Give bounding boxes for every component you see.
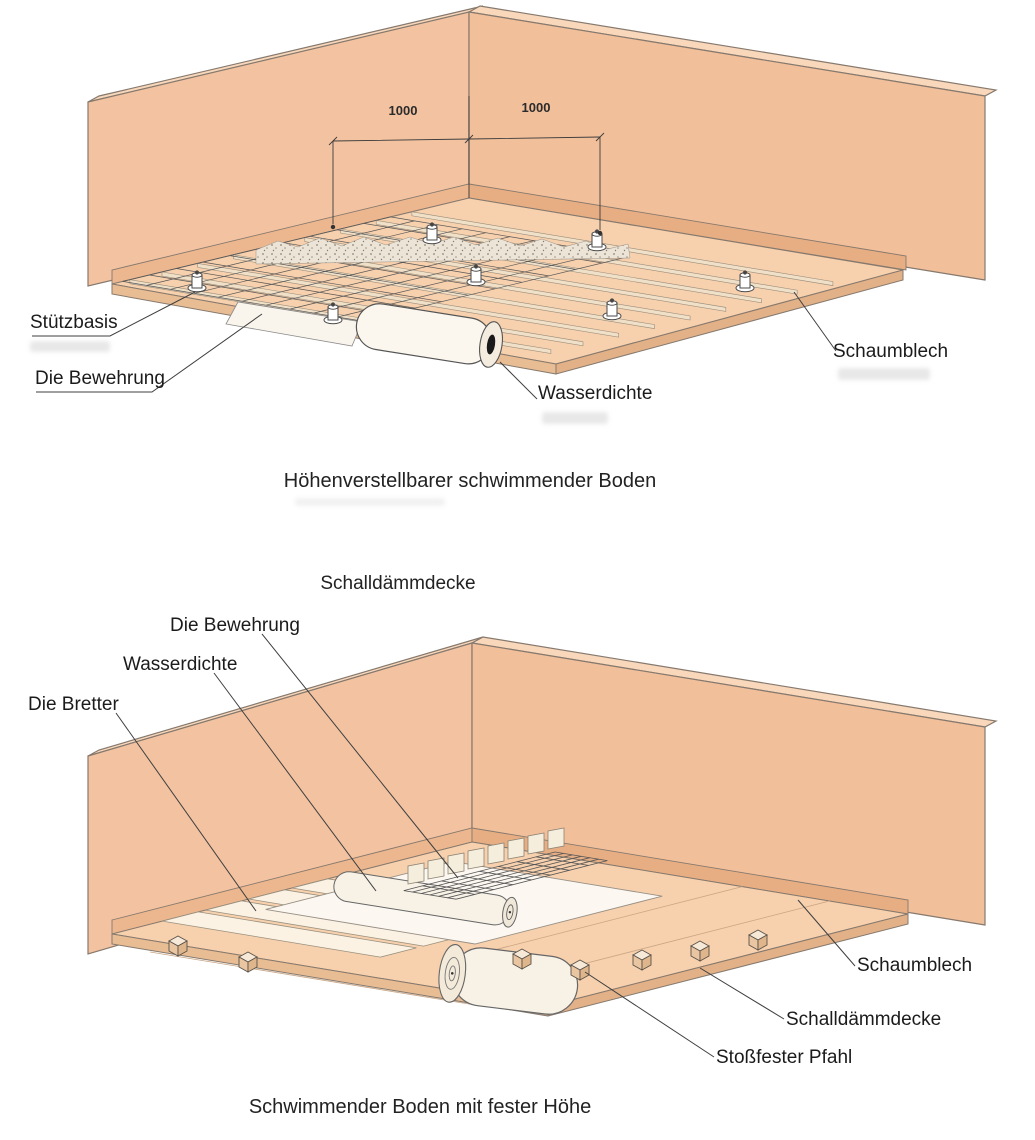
dimension-label-left: 1000 (388, 103, 418, 118)
leader-lines-bottom (115, 633, 856, 1058)
diagram-top (32, 5, 998, 400)
membrane-roll-front (438, 943, 579, 1015)
standing-planks (407, 827, 565, 885)
diagram-bottom (87, 633, 998, 1058)
erased-text-smudge (838, 368, 930, 380)
label-die-bewehrung-top: Die Bewehrung (35, 368, 165, 389)
label-schaumblech-top: Schaumblech (833, 341, 949, 362)
label-stuetzbasis: Stützbasis (30, 312, 118, 333)
label-schaumblech-bottom: Schaumblech (857, 955, 973, 976)
label-schalldaemmdecke-bottom: Schalldämmdecke (786, 1009, 942, 1030)
rebar-mesh-bottom (403, 851, 608, 900)
erased-text-smudge (542, 412, 608, 424)
erased-text-smudge (30, 341, 110, 352)
membrane-roll-back (333, 871, 518, 928)
label-stossfester-pfahl: Stoßfester Pfahl (716, 1047, 853, 1068)
leader-lines-top (32, 291, 837, 400)
label-wasserdichte-top: Wasserdichte (538, 383, 653, 404)
erased-text-smudge (295, 498, 445, 506)
membrane-sheet-top (225, 301, 363, 347)
label-schalldaemmdecke-heading: Schalldämmdecke (320, 573, 476, 594)
membrane-roll-top (355, 303, 504, 368)
dimension-lines (328, 96, 605, 236)
label-die-bretter: Die Bretter (28, 694, 119, 715)
caption-top-diagram: Höhenverstellbarer schwimmender Boden (283, 470, 657, 492)
dimension-label-right: 1000 (521, 100, 551, 115)
label-wasserdichte-bottom: Wasserdichte (123, 654, 238, 675)
skirting-strips-top (111, 183, 907, 285)
caption-bottom-diagram: Schwimmender Boden mit fester Höhe (248, 1096, 592, 1118)
screed-gravel-strip (255, 236, 631, 265)
label-die-bewehrung-bottom: Die Bewehrung (170, 615, 300, 636)
